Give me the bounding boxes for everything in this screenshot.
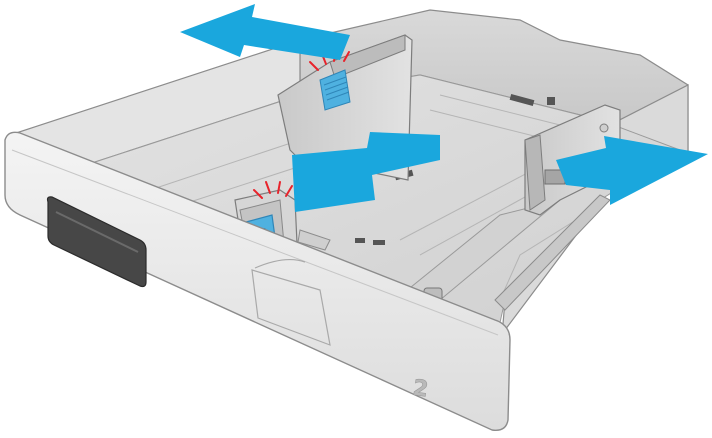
guide-arrows [180,4,708,212]
length-guide-arrow-icon [292,132,440,212]
width-guide-arrow-icon [556,136,708,205]
tab-grip-lines [323,76,350,101]
rear-guide-arrow-icon [180,4,350,60]
tray-label-tab [251,269,331,346]
tray-number: 2 [411,376,430,403]
tray-front-panel: 2 [4,131,511,431]
front-click-marks [253,181,293,199]
